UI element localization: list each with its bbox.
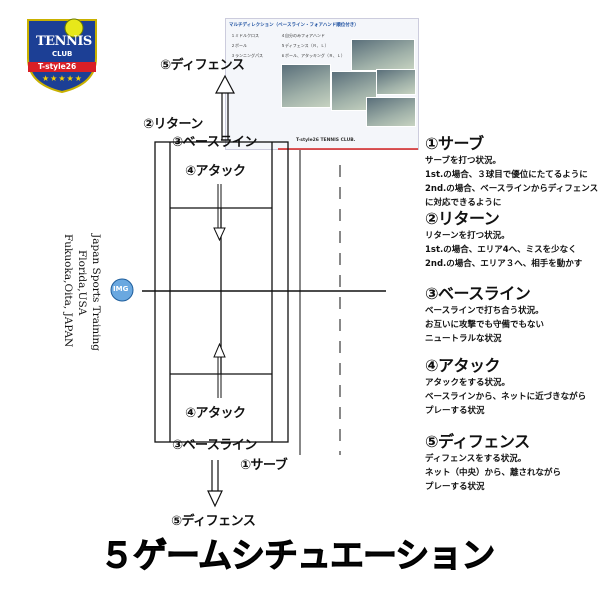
vertical-text-col3: Fukuoka,Oita, JAPAN	[62, 234, 74, 348]
description-heading: ④アタック	[425, 356, 501, 375]
drill-photo	[281, 64, 331, 108]
thumbnail-row-right: ６ボール、アタッキング（Ｒ、Ｌ）	[281, 53, 345, 58]
description-line: プレーする状況	[425, 482, 485, 492]
description-line: 1st.の場合、３球目で優位にたてるように	[425, 170, 588, 180]
label-serve: ①サーブ	[240, 458, 288, 473]
description-line: 2nd.の場合、エリア３へ、相手を動かす	[425, 259, 583, 269]
description-line: お互いに攻撃でも守備でもない	[425, 320, 545, 330]
thumbnail-row-left: １ミドルクロス	[231, 33, 259, 38]
label-defense-bottom: ⑤ディフェンス	[171, 514, 256, 529]
description-line: 2nd.の場合、ベースラインからディフェンス	[425, 184, 599, 194]
thumbnail-row-left: ２ボール	[231, 43, 247, 48]
description-defense: ⑤ディフェンス ディフェンスをする状況。 ネット（中央）から、離されながら プレ…	[425, 428, 561, 494]
thumbnail-row-right: ４自分のみフォアハンド	[281, 33, 325, 38]
page-title: ５ゲームシチュエーション	[99, 536, 495, 577]
description-heading: ②リターン	[425, 209, 500, 228]
description-line: サーブを打つ状況。	[425, 156, 501, 166]
logo-stars: ★★★★★	[42, 74, 83, 83]
thumbnail-row-left: ３ランニングパス	[231, 53, 263, 58]
label-defense-top: ⑤ディフェンス	[160, 58, 245, 73]
description-line: ベースラインから、ネットに近づきながら	[425, 392, 587, 402]
label-baseline-top: ③ベースライン	[172, 135, 257, 150]
description-baseline: ③ベースライン ベースラインで打ち合う状況。 お互いに攻撃でも守備でもない ニュ…	[425, 280, 544, 346]
drill-photo	[366, 97, 416, 127]
shield-icon	[27, 18, 97, 94]
thumbnail-footer: T-style26 TENNIS CLUB.	[296, 138, 356, 143]
description-line: 1st.の場合、エリア4へ、ミスを少なく	[425, 245, 577, 255]
description-line: ディフェンスをする状況。	[425, 454, 527, 464]
description-line: ベースラインで打ち合う状況。	[425, 306, 544, 316]
description-heading: ⑤ディフェンス	[425, 432, 530, 451]
description-serve: ①サーブ サーブを打つ状況。 1st.の場合、３球目で優位にたてるように 2nd…	[425, 130, 598, 210]
description-heading: ③ベースライン	[425, 284, 531, 303]
thumbnail-row-right: ５ディフェンス（Ｒ、Ｌ）	[281, 43, 329, 48]
description-line: プレーする状況	[425, 406, 485, 416]
thumbnail-title: マルチディレクション（ベースライン・フォアハンド順位付き）	[229, 23, 359, 28]
drill-photo	[351, 39, 415, 71]
vertical-text-col1: Japan Sports Training	[90, 234, 102, 351]
label-attack-bottom: ④アタック	[185, 406, 246, 421]
label-baseline-bottom: ③ベースライン	[172, 438, 257, 453]
description-line: アタックをする状況。	[425, 378, 511, 388]
label-attack-top: ④アタック	[185, 164, 246, 179]
img-logo: IMG	[113, 285, 129, 293]
description-line: ニュートラルな状況	[425, 334, 502, 344]
logo-text-club: CLUB	[52, 50, 73, 58]
logo-text-tennis: TENNIS	[36, 34, 92, 49]
vertical-text-col2: Florida,USA	[76, 250, 88, 316]
description-line: リターンを打つ状況。	[425, 231, 510, 241]
tennis-club-logo: TENNIS CLUB T-style26 ★★★★★	[22, 14, 102, 94]
description-line: に対応できるように	[425, 198, 502, 208]
logo-text-tstyle: T-style26	[38, 62, 77, 71]
description-line: ネット（中央）から、離されながら	[425, 468, 562, 478]
description-return: ②リターン リターンを打つ状況。 1st.の場合、エリア4へ、ミスを少なく 2n…	[425, 205, 582, 271]
description-attack: ④アタック アタックをする状況。 ベースラインから、ネットに近づきながら プレー…	[425, 352, 586, 418]
description-heading: ①サーブ	[425, 134, 484, 153]
label-return: ②リターン	[143, 117, 203, 132]
drill-photo	[376, 69, 416, 95]
